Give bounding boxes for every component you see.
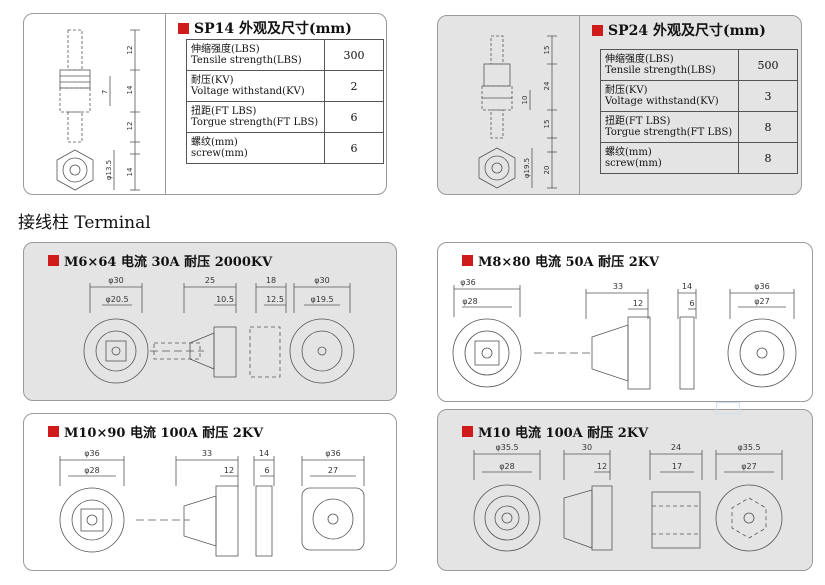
sp24-dim-3: 10 [521,96,529,105]
red-square-icon [48,255,59,266]
table-row: 扭距(FT LBS)Torgue strength(FT LBS) 6 [186,101,384,133]
dim-label: 17 [672,462,682,471]
dim-label: φ36 [84,449,99,458]
dim-label: 33 [202,449,212,458]
dim-label: φ28 [84,466,99,475]
dim-label: 12 [224,466,234,475]
red-square-icon [48,426,59,437]
section-title: 接线柱 Terminal [18,213,151,233]
terminal-title: M10×90 电流 100A 耐压 2KV [48,422,263,441]
sp14-dim-1: 12 [126,46,134,55]
terminal-panel-m10x90: M10×90 电流 100A 耐压 2KV φ36 φ28 3 [23,413,397,571]
red-square-icon [462,426,473,437]
red-square-icon [462,255,473,266]
dim-label: φ36 [754,282,769,291]
dim-label: 27 [328,466,338,475]
dim-label: 30 [582,443,592,452]
terminal-drawing: φ36 φ28 33 12 14 6 φ36 φ27 [452,278,797,390]
dim-label: φ27 [754,297,769,306]
terminal-title: M6×64 电流 30A 耐压 2000KV [48,251,272,270]
dim-label: φ30 [108,276,123,285]
watermark-mark [716,402,740,414]
table-row: 伸缩强度(LBS)Tensile strength(LBS) 500 [600,49,798,81]
sp14-dim-5: φ13.5 [105,160,113,180]
dim-label: φ19.5 [310,295,333,304]
dim-label: 24 [671,443,681,452]
dim-label: 12 [633,299,643,308]
sp24-spec-panel: 15 24 10 15 φ19.5 20 SP24 外观及尺寸(mm) 伸缩强度… [437,15,802,195]
red-square-icon [178,22,189,34]
sp24-dim-5: φ19.5 [523,158,531,178]
sp24-drawing: 15 24 10 15 φ19.5 20 [438,16,580,194]
sp14-drawing: 12 14 7 12 φ13.5 14 [24,14,166,194]
terminal-drawing: φ35.5 φ28 30 12 24 17 φ35.5 φ27 [473,443,783,552]
terminal-panel-m8: M8×80 电流 50A 耐压 2KV φ36 φ28 33 [437,242,813,402]
terminal-panel-m6: M6×64 电流 30A 耐压 2000KV φ30 φ20 [23,242,397,401]
dim-label: φ28 [462,297,477,306]
table-row: 扭距(FT LBS)Torgue strength(FT LBS) 8 [600,111,798,143]
dim-label: φ35.5 [737,443,760,452]
sp14-dim-4: 12 [126,122,134,131]
terminal-drawing: φ30 φ20.5 25 10.5 18 12.5 φ30 φ19.5 [83,276,355,384]
dim-label: 14 [682,282,692,291]
sp24-dim-2: 24 [543,81,551,90]
dim-label: 33 [613,282,623,291]
sp14-drawing-svg: 12 14 7 12 φ13.5 14 [56,29,140,191]
sp24-dim-1: 15 [543,46,551,55]
dim-label: 6 [264,466,269,475]
dim-label: φ35.5 [495,443,518,452]
dim-label: φ20.5 [105,295,128,304]
terminal-title: M10 电流 100A 耐压 2KV [462,422,648,441]
dim-label: 12 [597,462,607,471]
sp24-drawing-svg: 15 24 10 15 φ19.5 20 [478,35,557,189]
terminal-title: M8×80 电流 50A 耐压 2KV [462,251,659,270]
sp14-dim-3: 7 [101,90,109,94]
sp14-spec-panel: 12 14 7 12 φ13.5 14 SP14 外观及尺寸(mm) 伸缩强度(… [23,13,387,195]
sp24-title: SP24 外观及尺寸(mm) [592,20,766,40]
dim-label: φ36 [325,449,340,458]
dim-label: 12.5 [266,295,284,304]
dim-label: 6 [689,299,694,308]
terminal-panel-m10: M10 电流 100A 耐压 2KV φ35.5 φ28 [437,409,813,571]
sp24-dim-4: 15 [543,120,551,129]
dim-label: 10.5 [216,295,234,304]
dim-label: 25 [205,276,215,285]
sp24-spec-table: 伸缩强度(LBS)Tensile strength(LBS) 500 耐压(KV… [600,49,798,174]
sp24-dim-6: 20 [543,166,551,175]
table-row: 螺纹(mm)screw(mm) 6 [186,132,384,164]
table-row: 伸缩强度(LBS)Tensile strength(LBS) 300 [186,39,384,71]
terminal-drawing: φ36 φ28 33 12 14 6 φ36 27 [59,449,365,557]
sp14-dim-6: 14 [126,167,134,176]
dim-label: φ27 [741,462,756,471]
table-row: 螺纹(mm)screw(mm) 8 [600,142,798,174]
red-square-icon [592,24,603,36]
dim-label: φ30 [314,276,329,285]
table-row: 耐压(KV)Voltage withstand(KV) 3 [600,80,798,112]
dim-label: φ36 [460,278,475,287]
dim-label: 18 [266,276,276,285]
table-row: 耐压(KV)Voltage withstand(KV) 2 [186,70,384,102]
dim-label: φ28 [499,462,514,471]
sp14-spec-table: 伸缩强度(LBS)Tensile strength(LBS) 300 耐压(KV… [186,39,384,164]
dim-label: 14 [259,449,269,458]
sp14-dim-2: 14 [126,85,134,94]
sp14-title: SP14 外观及尺寸(mm) [178,18,352,38]
